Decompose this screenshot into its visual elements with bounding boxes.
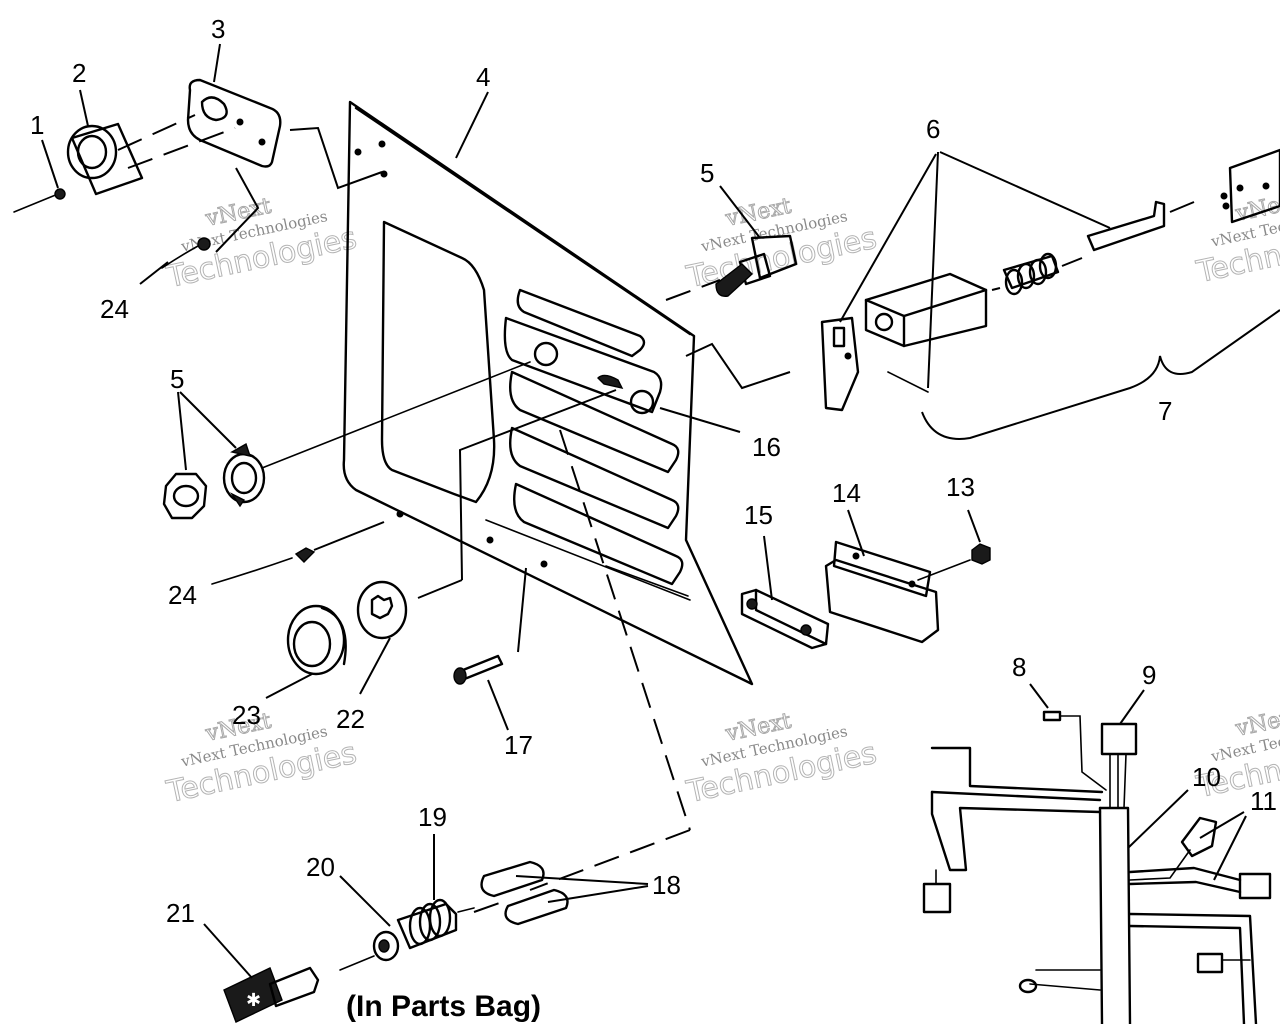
leader-16 xyxy=(458,389,617,581)
part-24-rivet-lower xyxy=(211,521,385,585)
callout-24-upper: 24 xyxy=(100,294,129,324)
part-23-nut xyxy=(265,604,347,699)
callout-8: 8 xyxy=(1012,652,1026,682)
callout-23: 23 xyxy=(232,700,261,730)
panel-louvers xyxy=(503,288,684,586)
callout-7: 7 xyxy=(1158,396,1172,426)
callout-20: 20 xyxy=(306,852,335,882)
callout-15: 15 xyxy=(744,500,773,530)
callout-11: 11 xyxy=(1250,786,1277,816)
part-3-plate xyxy=(186,43,383,253)
part-1-screw xyxy=(13,139,66,213)
callout-10: 10 xyxy=(1192,762,1221,792)
callout-9: 9 xyxy=(1142,660,1156,690)
callout-labels: 1 2 3 4 5 6 7 24 5 16 14 13 15 24 8 9 23… xyxy=(30,14,1277,928)
callout-18: 18 xyxy=(652,870,681,900)
part-17-screw xyxy=(453,567,527,731)
callout-17: 17 xyxy=(504,730,533,760)
part-5-nut-and-bezel xyxy=(162,361,531,520)
callout-2: 2 xyxy=(72,58,86,88)
part-20-key-nut xyxy=(339,875,400,962)
part-5-toggle-switch xyxy=(665,185,798,390)
part-18-decals xyxy=(480,829,691,926)
callout-5-upper: 5 xyxy=(700,158,714,188)
part-2-bezel xyxy=(66,89,236,196)
watermark: vNext vNext Technologies Technologies xyxy=(682,708,880,811)
callout-22: 22 xyxy=(336,704,365,734)
part-6-7-latch-assembly xyxy=(820,151,1280,440)
part-15-bar xyxy=(740,535,830,650)
callout-14: 14 xyxy=(832,478,861,508)
watermark-group: vNext vNext Technologies Technologies vN… xyxy=(162,188,1280,811)
callout-19: 19 xyxy=(418,802,447,832)
alignment-dash-line xyxy=(559,429,691,831)
callout-6: 6 xyxy=(926,114,940,144)
part-10-harness xyxy=(922,746,1272,1024)
callout-21: 21 xyxy=(166,898,195,928)
part-14-bracket xyxy=(824,509,940,644)
part-11-clip xyxy=(1129,811,1247,881)
part-4-panel xyxy=(342,91,754,686)
callout-3: 3 xyxy=(211,14,225,44)
part-21-key: ✱ xyxy=(203,923,375,1023)
callout-16: 16 xyxy=(752,432,781,462)
callout-4: 4 xyxy=(476,62,490,92)
callout-13: 13 xyxy=(946,472,975,502)
right-edge-bracket xyxy=(1220,148,1280,224)
part-16-leader xyxy=(659,407,741,433)
watermark: vNext vNext Technologies Technologies xyxy=(162,193,360,296)
part-8-terminal xyxy=(1029,683,1107,791)
part-9-connector xyxy=(1100,689,1145,809)
callout-5-lower: 5 xyxy=(170,364,184,394)
svg-text:✱: ✱ xyxy=(246,990,261,1011)
parts-bag-note: (In Parts Bag) xyxy=(346,990,541,1023)
leader-22-23 xyxy=(417,579,463,599)
part-19-key-switch xyxy=(396,834,509,950)
part-13-nut xyxy=(917,509,991,581)
part-22-washer xyxy=(356,580,408,695)
callout-1: 1 xyxy=(30,110,44,140)
part-24-rivet-upper xyxy=(139,237,211,285)
callout-24-lower: 24 xyxy=(168,580,197,610)
